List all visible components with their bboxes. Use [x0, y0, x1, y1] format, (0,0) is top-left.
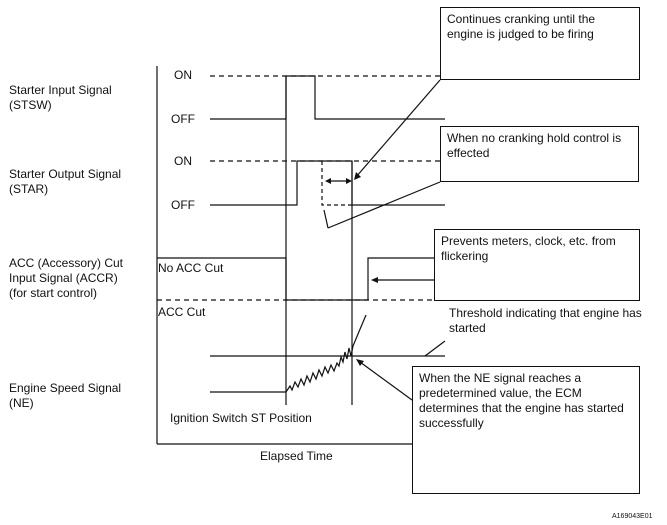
leader-ne: [359, 361, 413, 401]
acc-no-cut-label: No ACC Cut: [158, 261, 224, 275]
ne-waveform: [210, 314, 367, 393]
star-waveform: [210, 160, 445, 206]
leader-continues: [355, 79, 441, 178]
x-axis-label: Elapsed Time: [260, 449, 333, 463]
prevents-meters-box: Prevents meters, clock, etc. from flicke…: [434, 229, 640, 301]
acc-cut-label: ACC Cut: [158, 305, 206, 319]
stsw-waveform: [210, 75, 445, 120]
continues-cranking-box: Continues cranking until the engine is j…: [440, 7, 640, 80]
stsw-label: Starter Input Signal(STSW): [9, 83, 112, 112]
leader-no-hold: [327, 181, 441, 229]
star-off-label: OFF: [171, 198, 195, 212]
stsw-on-label: ON: [174, 68, 192, 82]
stsw-off-label: OFF: [171, 112, 195, 126]
figure-id: A169043E01: [612, 513, 653, 520]
leader-threshold: [424, 340, 446, 357]
ne-signal-box: When the NE signal reaches a predetermin…: [412, 366, 640, 494]
threshold-note: Threshold indicating that engine has sta…: [449, 306, 642, 335]
star-label: Starter Output Signal(STAR): [9, 167, 122, 196]
ne-label: Engine Speed Signal(NE): [9, 381, 122, 410]
accr-waveform: [157, 257, 445, 301]
leader-no-hold-tail: [323, 209, 329, 229]
ignition-st-label: Ignition Switch ST Position: [170, 411, 312, 425]
no-cranking-hold-box: When no cranking hold control is effecte…: [440, 126, 639, 182]
star-no-hold-dashed: [321, 161, 352, 206]
star-on-label: ON: [174, 154, 192, 168]
